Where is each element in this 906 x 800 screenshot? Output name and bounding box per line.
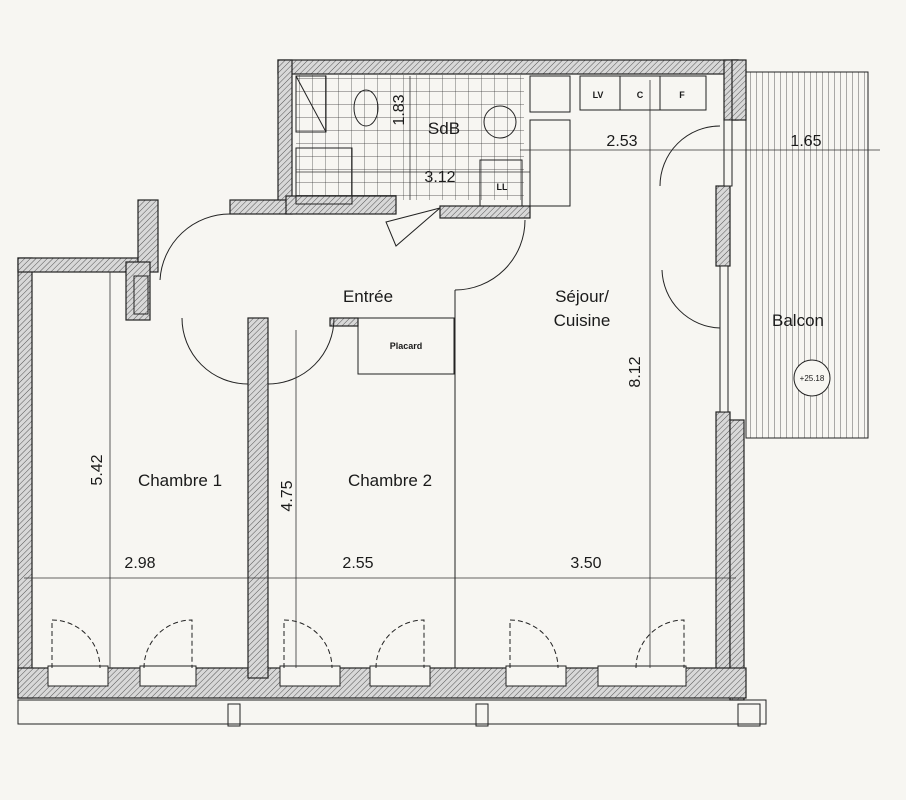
room-label-sdb: SdB [428,119,460,138]
fixture-f: F [679,90,685,100]
dim-sejour-width: 3.50 [570,555,601,572]
dim-sdb-width: 3.12 [424,169,455,186]
room-label-balcon: Balcon [772,311,824,330]
fixture-lv: LV [593,90,604,100]
room-label-placard: Placard [390,341,423,351]
room-label-chambre1: Chambre 1 [138,471,222,490]
room-label-sejour-2: Cuisine [554,311,611,330]
room-label-entree: Entrée [343,287,393,306]
walls [17,59,747,701]
bottom-rail [17,699,767,725]
dimension-lines [24,76,880,668]
fixture-c: C [637,90,644,100]
doors [51,125,721,669]
dim-chambre2-length: 4.75 [279,480,296,511]
room-label-sejour-1: Séjour/ [555,287,609,306]
level-marker-text: +25.18 [800,374,825,383]
room-label-chambre2: Chambre 2 [348,471,432,490]
dim-sejour-length: 8.12 [627,356,644,387]
windows [47,119,733,687]
interior-lines [133,75,707,668]
dim-sdb-height: 1.83 [391,94,408,125]
dim-kitchen-width: 2.53 [606,133,637,150]
dim-chambre1-width: 2.98 [124,555,155,572]
dim-chambre1-length: 5.42 [89,454,106,485]
level-marker [793,359,831,397]
dim-balcon-width: 1.65 [790,133,821,150]
dim-chambre2-width: 2.55 [342,555,373,572]
fixture-ll: LL [497,182,508,192]
